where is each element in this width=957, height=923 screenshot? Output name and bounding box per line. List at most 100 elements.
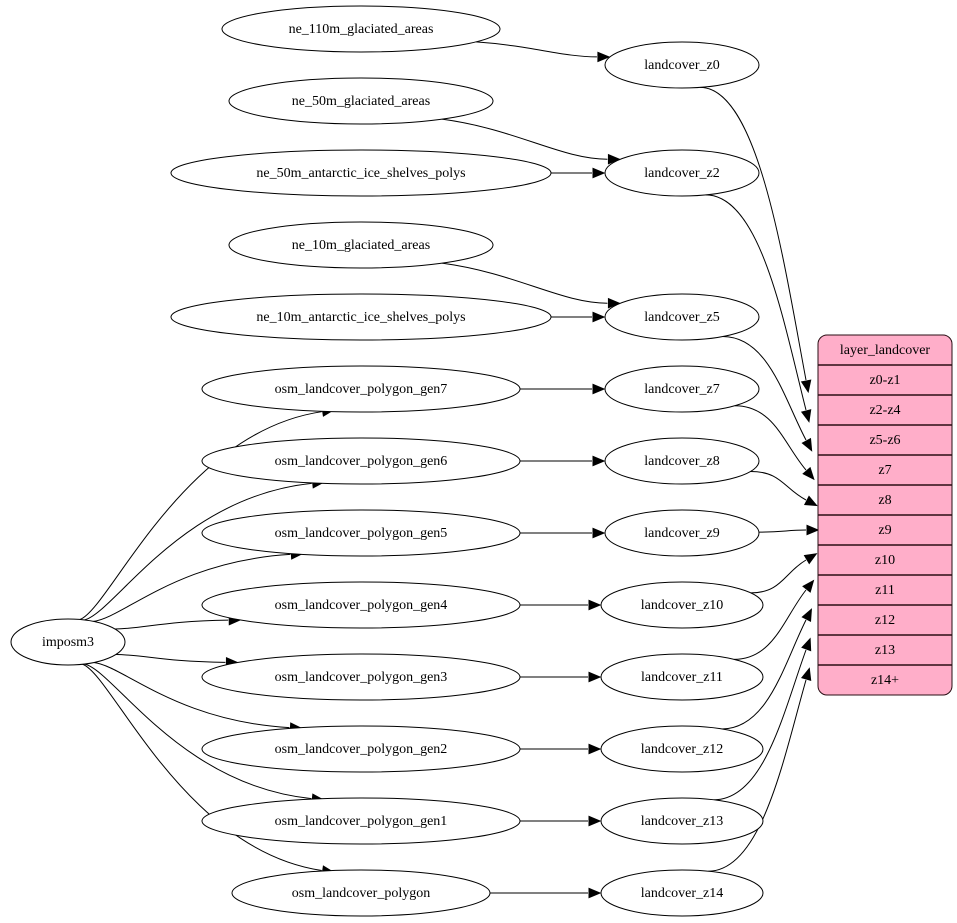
edge-arrowhead: [801, 637, 812, 652]
node-ellipse: [201, 509, 521, 557]
edge-landcover_z8-to-layer_landcover:z8: [750, 470, 807, 501]
table-row-z2-z4[interactable]: [818, 395, 952, 425]
node-label: landcover_z2: [644, 166, 719, 181]
table-row-z0-z1[interactable]: [818, 365, 952, 395]
node-landcover_z10[interactable]: landcover_z10: [600, 581, 764, 629]
edge-landcover_z0-to-layer_landcover:z0-z1: [700, 86, 807, 381]
node-osm_landcover_polygon_gen5[interactable]: osm_landcover_polygon_gen5: [201, 509, 521, 557]
edge-landcover_z5-to-layer_landcover:z5-z6: [722, 336, 807, 441]
node-ne_50m_antarctic_ice_shelves_polys[interactable]: ne_50m_antarctic_ice_shelves_polys: [170, 149, 552, 197]
node-ellipse: [228, 221, 494, 269]
table-row-z8[interactable]: [818, 485, 952, 515]
node-label: landcover_z11: [641, 670, 723, 685]
node-landcover_z8[interactable]: landcover_z8: [604, 437, 760, 485]
node-label: ne_10m_glaciated_areas: [292, 238, 430, 253]
edge-arrowhead: [588, 887, 602, 899]
edge-arrowhead: [592, 167, 606, 179]
node-label: landcover_z12: [641, 742, 723, 757]
node-landcover_z11[interactable]: landcover_z11: [600, 653, 764, 701]
edge-arrowhead: [801, 608, 812, 622]
node-label: osm_landcover_polygon: [292, 886, 430, 901]
node-landcover_z5[interactable]: landcover_z5: [604, 293, 760, 341]
node-ellipse: [228, 77, 494, 125]
node-label: landcover_z0: [644, 58, 719, 73]
node-landcover_z9[interactable]: landcover_z9: [604, 509, 760, 557]
node-label: imposm3: [42, 635, 94, 650]
edge-landcover_z11-to-layer_landcover:z11: [733, 589, 807, 660]
node-ne_110m_glaciated_areas[interactable]: ne_110m_glaciated_areas: [221, 5, 501, 53]
edge-arrowhead: [588, 599, 602, 611]
node-osm_landcover_polygon_gen6[interactable]: osm_landcover_polygon_gen6: [201, 437, 521, 485]
node-landcover_z14[interactable]: landcover_z14: [600, 869, 764, 917]
edge-arrowhead: [607, 297, 621, 309]
node-osm_landcover_polygon[interactable]: osm_landcover_polygon: [231, 869, 491, 917]
edge-arrowhead: [802, 466, 815, 481]
table-row-z9[interactable]: [818, 515, 952, 545]
node-ellipse: [170, 293, 552, 341]
edge-arrowhead: [588, 671, 602, 683]
edge-imposm3-to-osm_landcover_polygon_gen7: [79, 411, 322, 620]
table-row-z5-z6[interactable]: [818, 425, 952, 455]
node-osm_landcover_polygon_gen4[interactable]: osm_landcover_polygon_gen4: [201, 581, 521, 629]
node-label: landcover_z5: [644, 310, 719, 325]
node-landcover_z13[interactable]: landcover_z13: [600, 797, 764, 845]
node-landcover_z0[interactable]: landcover_z0: [604, 41, 760, 89]
edge-arrowhead: [800, 409, 812, 423]
edge-imposm3-to-osm_landcover_polygon_gen5: [93, 553, 291, 622]
node-ellipse: [201, 797, 521, 845]
edge-arrowhead: [592, 311, 606, 323]
node-ellipse: [604, 149, 760, 197]
table-row-label: z5-z6: [869, 433, 900, 448]
node-ellipse: [600, 725, 764, 773]
node-label: landcover_z10: [641, 598, 723, 613]
table-row-label: z9: [878, 523, 891, 538]
node-ellipse: [600, 797, 764, 845]
node-label: landcover_z7: [644, 382, 719, 397]
node-ne_10m_antarctic_ice_shelves_polys[interactable]: ne_10m_antarctic_ice_shelves_polys: [170, 293, 552, 341]
edge-arrowhead: [592, 383, 606, 395]
node-osm_landcover_polygon_gen1[interactable]: osm_landcover_polygon_gen1: [201, 797, 521, 845]
edge-arrowhead: [588, 743, 602, 755]
table-row-z13[interactable]: [818, 635, 952, 665]
table-row-label: z2-z4: [869, 403, 900, 418]
node-ellipse: [170, 149, 552, 197]
edge-arrowhead: [607, 153, 621, 165]
table-row-z12[interactable]: [818, 605, 952, 635]
edge-ne_50m_glaciated_areas-to-landcover_z2: [441, 118, 608, 160]
table-row-label: z8: [878, 493, 891, 508]
node-ellipse: [600, 581, 764, 629]
node-ellipse: [604, 293, 760, 341]
nodes-layer: imposm3 ne_110m_glaciated_areas ne_50m_gla…: [10, 5, 764, 917]
edge-arrowhead: [588, 815, 602, 827]
node-label: ne_50m_glaciated_areas: [292, 94, 430, 109]
edge-landcover_z13-to-layer_landcover:z13: [713, 649, 807, 801]
node-osm_landcover_polygon_gen3[interactable]: osm_landcover_polygon_gen3: [201, 653, 521, 701]
node-label: osm_landcover_polygon_gen6: [275, 454, 448, 469]
table-row-label: z12: [875, 613, 895, 628]
edge-arrowhead: [803, 553, 818, 565]
table-row-z7[interactable]: [818, 455, 952, 485]
node-osm_landcover_polygon_gen2[interactable]: osm_landcover_polygon_gen2: [201, 725, 521, 773]
edge-imposm3-to-osm_landcover_polygon_gen6: [84, 482, 312, 621]
table-row-z10[interactable]: [818, 545, 952, 575]
node-landcover_z7[interactable]: landcover_z7: [604, 365, 760, 413]
node-osm_landcover_polygon_gen7[interactable]: osm_landcover_polygon_gen7: [201, 365, 521, 413]
node-ne_10m_glaciated_areas[interactable]: ne_10m_glaciated_areas: [228, 221, 494, 269]
node-label: landcover_z8: [644, 454, 719, 469]
edge-landcover_z2-to-layer_landcover:z2-z4: [705, 194, 807, 411]
edge-imposm3-to-osm_landcover_polygon_gen1: [84, 663, 312, 800]
table-row-label: z0-z1: [869, 373, 900, 388]
table-row-z14+[interactable]: [818, 665, 952, 695]
edge-landcover_z12-to-layer_landcover:z12: [721, 619, 807, 730]
node-ellipse: [201, 653, 521, 701]
node-landcover_z2[interactable]: landcover_z2: [604, 149, 760, 197]
table-row-label: z14+: [871, 673, 899, 688]
table-row-z11[interactable]: [818, 575, 952, 605]
edge-arrowhead: [806, 524, 820, 536]
node-ne_50m_glaciated_areas[interactable]: ne_50m_glaciated_areas: [228, 77, 494, 125]
node-label: landcover_z13: [641, 814, 723, 829]
node-imposm3[interactable]: imposm3: [10, 618, 126, 666]
node-landcover_z12[interactable]: landcover_z12: [600, 725, 764, 773]
table-row-label: z10: [875, 553, 895, 568]
